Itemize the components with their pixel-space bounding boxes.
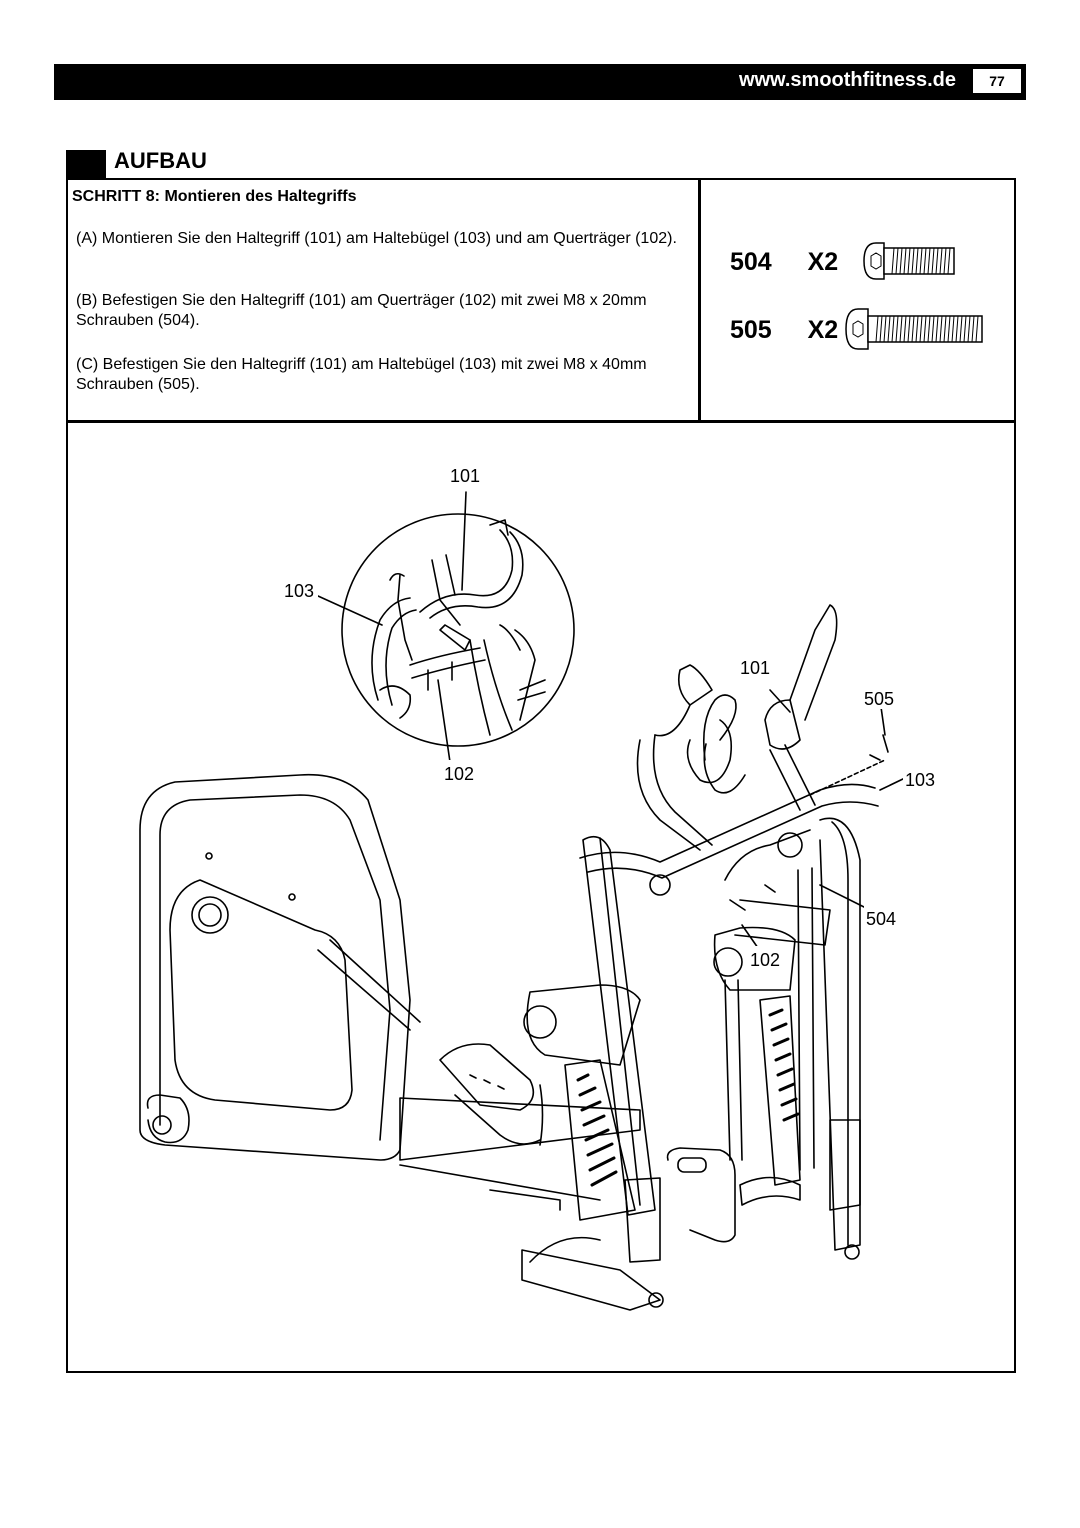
section-marker <box>66 150 106 178</box>
instruction-a: (A) Montieren Sie den Haltegriff (101) a… <box>76 230 677 247</box>
main-label-504: 504 <box>866 909 896 929</box>
part-504-row: 504 X2 <box>730 248 838 277</box>
bolt-505-icon <box>845 308 983 350</box>
section-title: AUFBAU <box>114 148 207 173</box>
detail-label-103: 103 <box>284 581 314 601</box>
elliptical-trainer-illustration: 101 103 102 101 505 103 504 102 <box>139 462 939 1311</box>
bolt-504-icon <box>863 242 955 280</box>
detail-zoom-icon <box>317 491 575 763</box>
part-505-row: 505 X2 <box>730 316 838 345</box>
step-title: SCHRITT 8: Montieren des Haltegriffs <box>72 188 357 205</box>
detail-label-102: 102 <box>444 764 474 784</box>
detail-label-101: 101 <box>450 466 480 486</box>
part-504-id: 504 <box>730 248 772 276</box>
part-504-qty: X2 <box>807 248 839 276</box>
main-label-102: 102 <box>750 950 780 970</box>
main-label-103: 103 <box>905 770 935 790</box>
diagram-box <box>66 421 1016 1373</box>
page-number: 77 <box>971 67 1023 95</box>
instruction-c: (C) Befestigen Sie den Haltegriff (101) … <box>76 356 647 393</box>
main-label-505: 505 <box>864 689 894 709</box>
instruction-b: (B) Befestigen Sie den Haltegriff (101) … <box>76 292 647 329</box>
part-505-qty: X2 <box>807 316 839 344</box>
main-label-101: 101 <box>740 658 770 678</box>
website-url: www.smoothfitness.de <box>738 69 956 91</box>
page-header-bar: www.smoothfitness.de 77 <box>54 64 1026 100</box>
parts-box <box>699 178 1016 422</box>
part-505-id: 505 <box>730 316 772 344</box>
